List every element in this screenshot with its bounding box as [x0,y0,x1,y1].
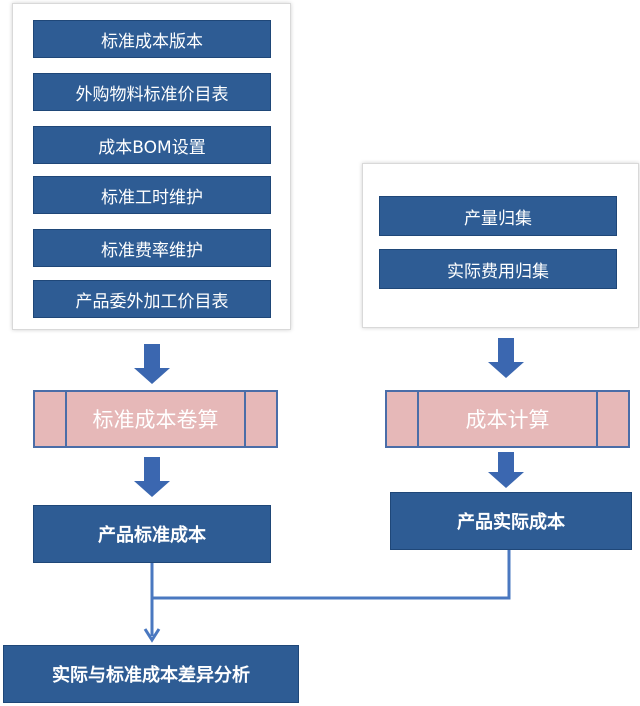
down-arrow-icon [134,457,170,497]
process-standard-cost-rollup-label: 标准成本卷算 [92,408,219,432]
down-arrow-icon [488,452,524,488]
input-purchased-material-price-list: 外购物料标准价目表 [33,73,271,111]
down-arrow-icon [488,338,524,378]
input-outsourced-processing-price-list: 产品委外加工价目表 [33,280,271,318]
input-standard-cost-version: 标准成本版本 [33,20,271,58]
connector-actual-to-variance [152,550,511,600]
process-cost-calculation: 成本计算 [385,390,630,448]
input-output-collection: 产量归集 [379,196,617,236]
process-standard-cost-rollup: 标准成本卷算 [33,390,278,448]
actual-inputs-panel [362,163,639,328]
arrowhead-icon [143,628,161,643]
input-actual-expense-collection: 实际费用归集 [379,249,617,289]
result-variance-analysis: 实际与标准成本差异分析 [3,645,299,703]
input-standard-hours-maintenance: 标准工时维护 [33,176,271,214]
result-product-actual-cost: 产品实际成本 [390,492,632,550]
down-arrow-icon [134,344,170,384]
process-cost-calculation-label: 成本计算 [465,408,550,432]
input-standard-rate-maintenance: 标准费率维护 [33,229,271,267]
result-product-standard-cost: 产品标准成本 [33,505,271,563]
input-cost-bom-settings: 成本BOM设置 [33,126,271,164]
